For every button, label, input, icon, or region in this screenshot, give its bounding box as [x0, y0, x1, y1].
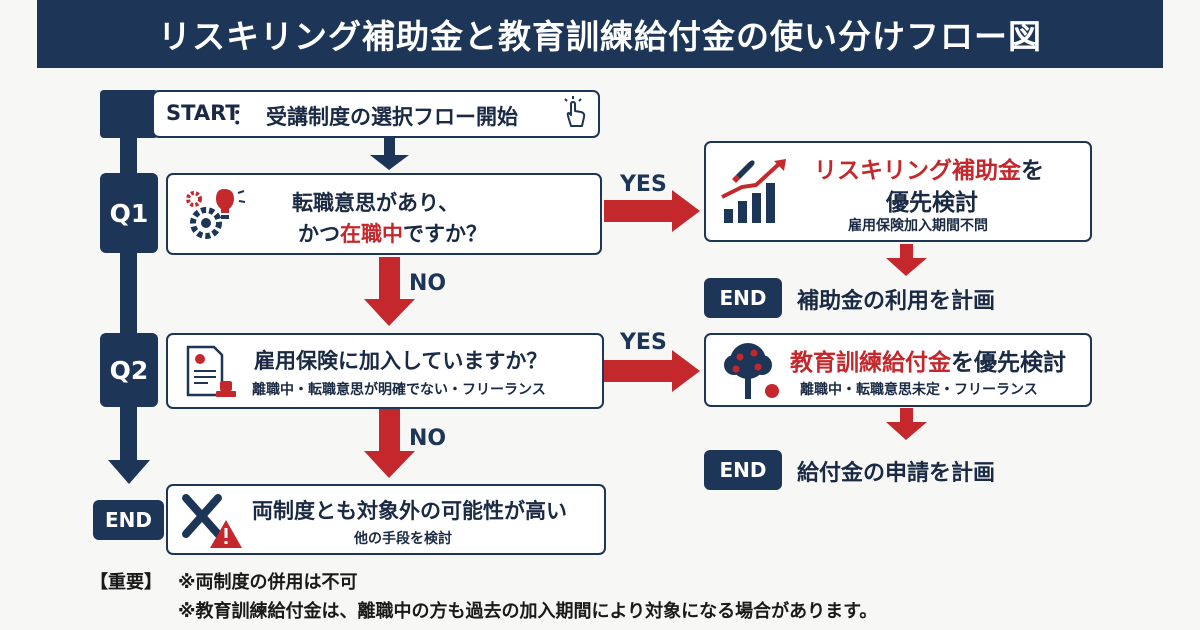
notes-line1: ※両制度の併用は不可	[178, 572, 358, 593]
reskill-result-box: リスキリング補助金を 優先検討 雇用保険加入期間不問	[704, 141, 1092, 242]
q1-line2-highlight: 在職中	[340, 222, 403, 246]
reskill-line1: リスキリング補助金を	[814, 151, 1044, 185]
q1-line1: 転職意思があり、	[292, 191, 460, 215]
kyoiku-line1: 教育訓練給付金を優先検討	[790, 343, 1066, 377]
start-box: START ： 受講制度の選択フロー開始	[152, 90, 600, 138]
page-title: リスキリング補助金と教育訓練給付金の使い分けフロー図	[37, 0, 1163, 68]
q1-yes-label: YES	[620, 172, 667, 197]
q2-yes-label: YES	[620, 330, 667, 355]
q2-box: 雇用保険に加入していますか？ 離職中・転職意思が明確でない・フリーランス	[166, 333, 604, 409]
end-reskill-badge: END	[704, 278, 782, 318]
notes-line2: ※教育訓練給付金は、離職中の方も過去の加入期間により対象になる場合があります。	[178, 601, 878, 622]
arrow-kyoiku-end-shaft	[900, 408, 913, 423]
arrow-q2-yes-head	[672, 350, 700, 392]
q2-line1: 雇用保険に加入していますか？	[254, 349, 548, 373]
kyoiku-result-box: 教育訓練給付金を優先検討 離職中・転職意思未定・フリーランス	[704, 333, 1092, 407]
x-warning-icon	[182, 494, 244, 554]
start-separator: ：	[232, 105, 253, 129]
start-label: 受講制度の選択フロー開始	[266, 105, 518, 129]
pointer-hand-icon	[558, 96, 592, 136]
kyoiku-note: 離職中・転職意思未定・フリーランス	[800, 382, 1038, 398]
end-none-badge: END	[93, 500, 164, 540]
arrow-q1-yes-head	[672, 190, 700, 232]
arrow-q1-no-shaft	[379, 257, 400, 301]
arrow-reskill-end-shaft	[900, 244, 913, 259]
start-tab	[100, 90, 158, 138]
arrow-reskill-end-head	[886, 258, 927, 276]
q1-box: 転職意思があり、 かつ在職中ですか？	[166, 173, 602, 255]
q1-no-label: NO	[409, 271, 447, 296]
arrow-kyoiku-end-head	[886, 422, 927, 440]
q2-no-label: NO	[409, 426, 447, 451]
reskill-post: を	[1021, 158, 1044, 184]
q2-badge: Q2	[100, 333, 158, 407]
reskill-line2: 優先検討	[886, 190, 978, 216]
left-spine-arrowhead	[108, 460, 150, 484]
q1-badge: Q1	[100, 173, 158, 253]
end-kyoiku-label: 給付金の申請を計画	[797, 461, 996, 486]
q2-line2: 離職中・転職意思が明確でない・フリーランス	[252, 382, 546, 398]
document-stamp-icon	[182, 343, 240, 407]
start-prefix: START	[166, 101, 240, 125]
arrow-q1-yes-shaft	[604, 200, 674, 222]
kyoiku-highlight: 教育訓練給付金	[790, 350, 951, 376]
arrow-q2-no-head	[364, 451, 415, 478]
kyoiku-post: を優先検討	[951, 350, 1066, 376]
gears-lightbulb-icon	[184, 185, 248, 249]
end-reskill-label: 補助金の利用を計画	[797, 289, 996, 314]
end-none-line1: 両制度とも対象外の可能性が高い	[252, 499, 567, 523]
notes-label: 【重要】	[90, 572, 162, 593]
q1-line2-pre: かつ	[298, 222, 340, 246]
end-none-line2: 他の手段を検討	[354, 531, 452, 547]
arrow-q2-yes-shaft	[604, 360, 674, 382]
arrow-q1-no-head	[364, 299, 415, 326]
apple-tree-icon	[718, 339, 784, 407]
reskill-note: 雇用保険加入期間不問	[848, 218, 988, 234]
q1-line2: かつ在職中ですか？	[298, 218, 487, 248]
q1-line2-post: ですか？	[403, 222, 487, 246]
arrow-q2-no-shaft	[379, 409, 400, 453]
end-kyoiku-badge: END	[704, 450, 782, 490]
end-none-box: 両制度とも対象外の可能性が高い 他の手段を検討	[166, 484, 606, 555]
reskill-highlight: リスキリング補助金	[814, 158, 1021, 184]
rocket-growth-chart-icon	[718, 157, 792, 233]
arrow-start-q1-head	[370, 155, 409, 170]
arrow-start-q1-shaft	[384, 138, 395, 158]
